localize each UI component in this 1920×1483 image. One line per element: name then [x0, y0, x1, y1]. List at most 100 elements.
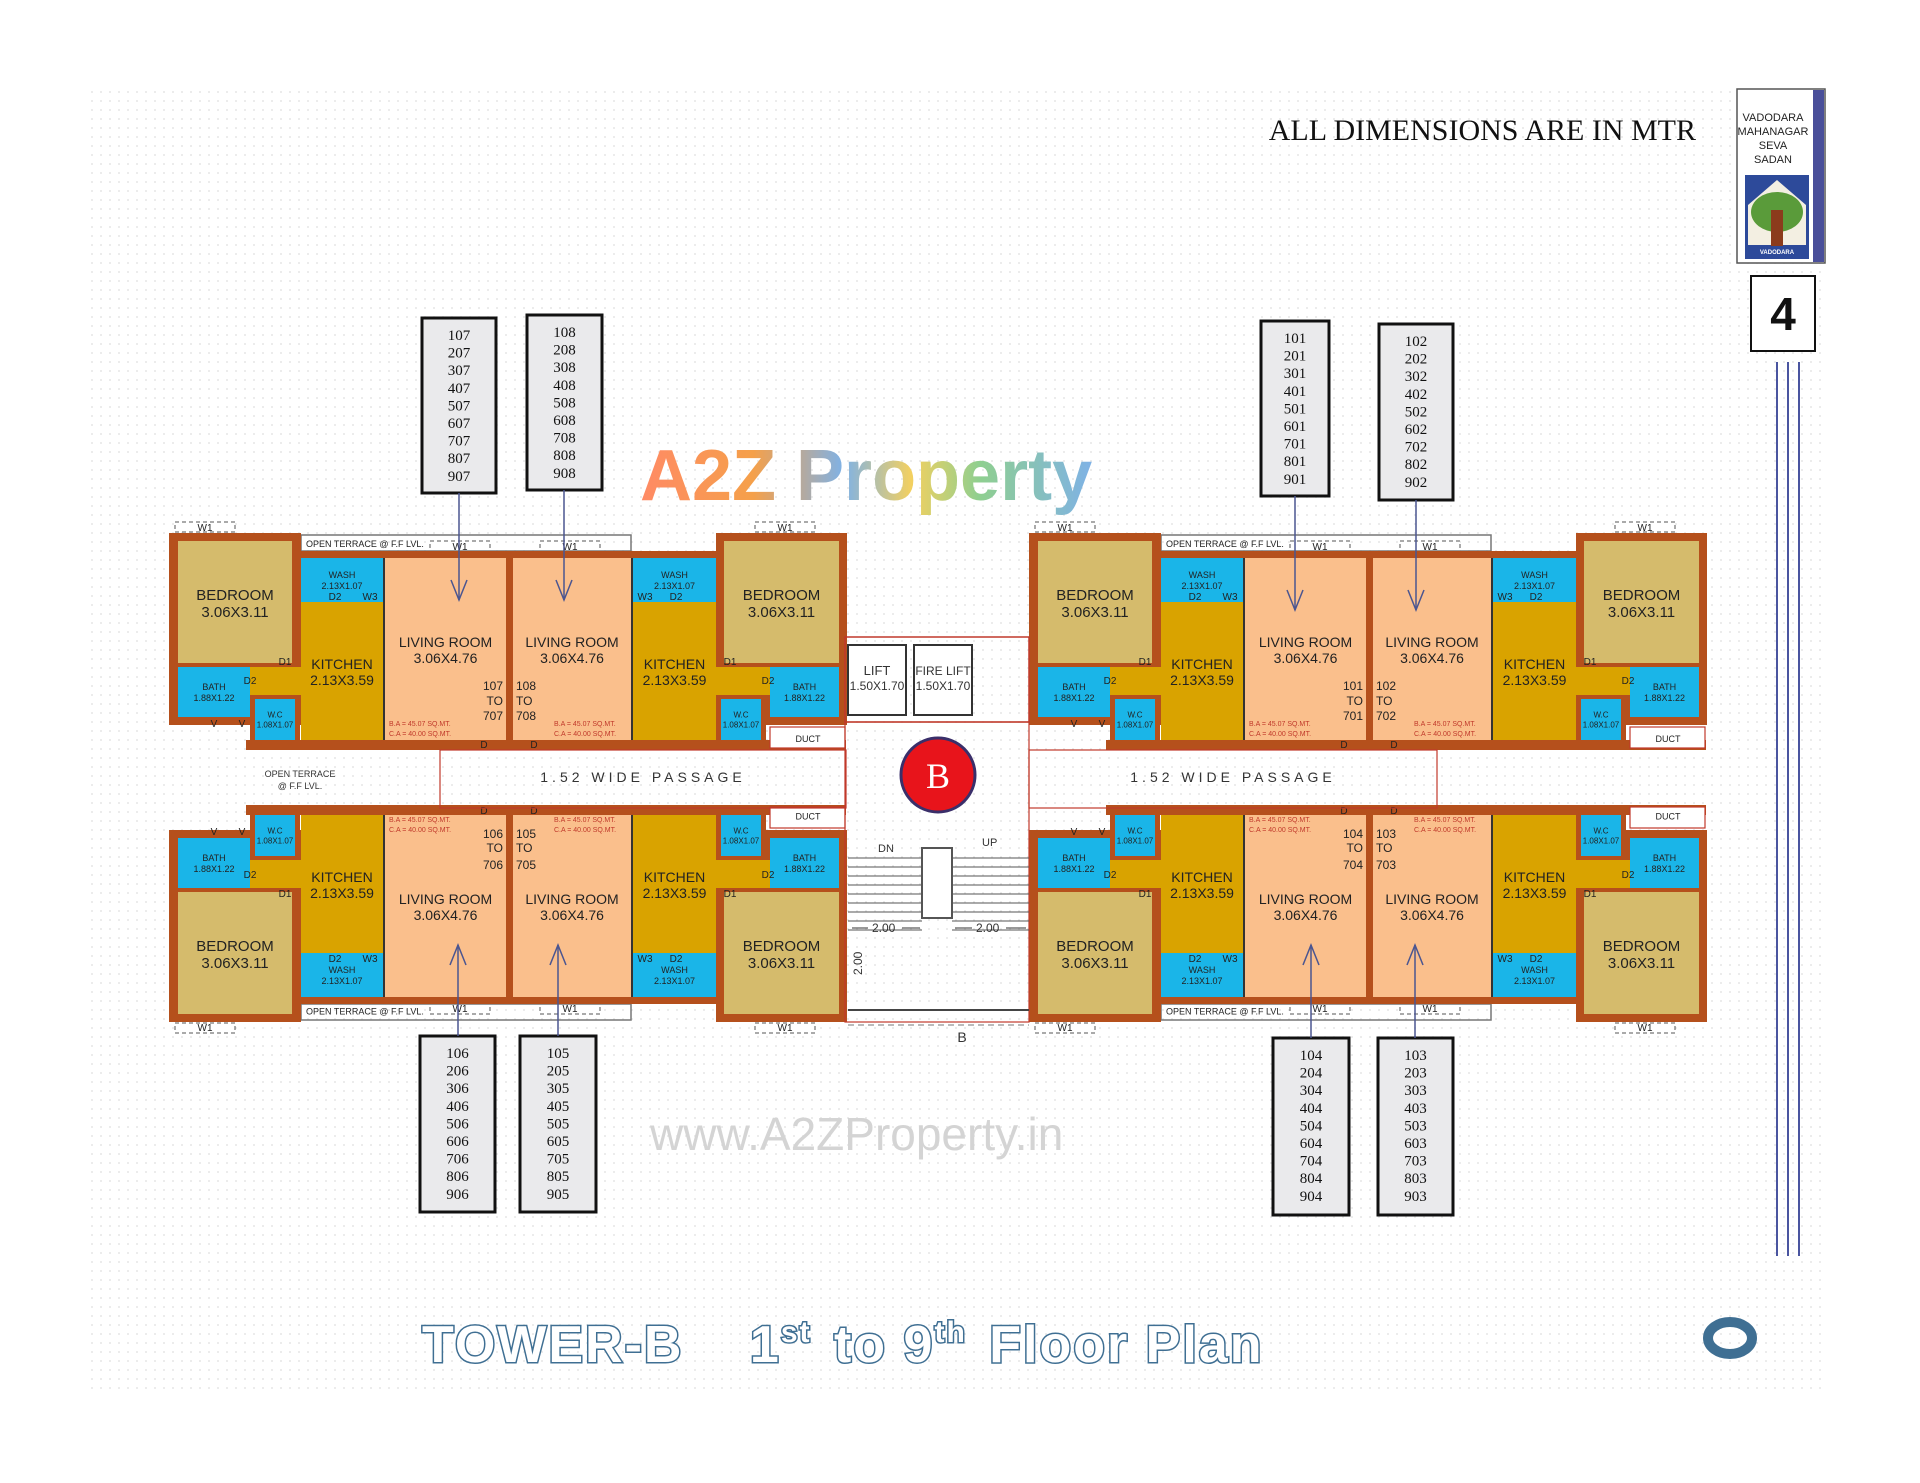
wall	[383, 815, 385, 997]
wall	[506, 815, 513, 1002]
dimension-label: 2.00	[851, 951, 865, 975]
window-label: W1	[198, 1023, 213, 1034]
flat-number: 801	[1284, 454, 1307, 470]
unit-range-from: 107	[483, 679, 503, 693]
passage-floor	[1110, 860, 1161, 888]
flat-number: 503	[1404, 1118, 1427, 1134]
door-label: D1	[1584, 657, 1597, 668]
bath-label: BATH	[1062, 682, 1085, 692]
flat-number: 406	[446, 1099, 469, 1115]
kitchen-label: KITCHEN	[311, 869, 372, 885]
bedroom	[1038, 892, 1152, 1014]
flat-number: 506	[446, 1116, 469, 1132]
built-area: B.A = 45.07 SQ.MT.	[1414, 721, 1476, 728]
wash	[1493, 953, 1576, 997]
wc	[1581, 815, 1621, 856]
bath-label: BATH	[202, 682, 225, 692]
open-terrace-label: OPEN TERRACE @ F.F LVL.	[1166, 539, 1284, 549]
flat-number: 701	[1284, 437, 1307, 453]
flat-number: 405	[547, 1099, 570, 1115]
open-terrace-label: OPEN TERRACE	[265, 769, 336, 779]
flat-number: 306	[446, 1081, 469, 1097]
wash-size: 2.13X1.07	[654, 976, 695, 986]
wash	[301, 953, 383, 997]
living-room	[1245, 815, 1366, 997]
window-label: W1	[778, 523, 793, 534]
built-area: B.A = 45.07 SQ.MT.	[554, 721, 616, 728]
flat-number: 608	[553, 413, 576, 429]
wc-size: 1.08X1.07	[1583, 837, 1620, 846]
kitchen	[301, 602, 383, 740]
wash-size: 2.13X1.07	[321, 976, 362, 986]
carpet-area: C.A = 40.00 SQ.MT.	[554, 731, 616, 738]
kitchen	[1161, 602, 1243, 740]
wc-label: W.C	[267, 827, 282, 836]
window-label: W1	[1423, 1004, 1438, 1015]
bedroom-size: 3.06X3.11	[201, 955, 268, 972]
carpet-area: C.A = 40.00 SQ.MT.	[389, 827, 451, 834]
kitchen-label: KITCHEN	[1171, 869, 1232, 885]
bedroom	[1584, 541, 1699, 663]
wash-size: 2.13X1.07	[321, 581, 362, 591]
bath-size: 1.88X1.22	[193, 693, 234, 703]
fire-lift-size: 1.50X1.70	[916, 679, 971, 693]
page-number: 4	[1770, 288, 1796, 340]
unit-range-to-word: TO	[487, 841, 503, 855]
open-terrace-label: @ F.F LVL.	[278, 781, 322, 791]
wall	[246, 805, 846, 815]
wall	[246, 740, 846, 750]
unit-range-to-word: TO	[1347, 841, 1363, 855]
unit-range-to-word: TO	[1376, 841, 1392, 855]
living-room-label: LIVING ROOM	[1385, 634, 1478, 650]
unit-range-from: 104	[1343, 827, 1363, 841]
flat-number: 903	[1404, 1189, 1427, 1205]
flat-number: 805	[547, 1169, 570, 1185]
core: LIFT 1.50X1.70 FIRE LIFT 1.50X1.70 DN UP…	[844, 636, 1030, 1045]
window-label: W1	[453, 1004, 468, 1015]
bath-size: 1.88X1.22	[1644, 693, 1685, 703]
wash-size: 2.13X1.07	[1514, 581, 1555, 591]
wall	[1491, 815, 1493, 997]
window-label: W3	[1498, 954, 1513, 965]
bath-size: 1.88X1.22	[193, 864, 234, 874]
bath-label: BATH	[202, 853, 225, 863]
passage-floor	[1576, 860, 1630, 888]
vent-label: V	[211, 827, 218, 838]
flat-number: 507	[448, 398, 471, 414]
window-label: W1	[198, 523, 213, 534]
duct-label: DUCT	[796, 811, 821, 821]
flat-number: 808	[553, 448, 576, 464]
title-floor-to: 9	[904, 1316, 935, 1374]
wash-label: WASH	[329, 570, 356, 580]
bedroom-size: 3.06X3.11	[748, 604, 815, 621]
built-area: B.A = 45.07 SQ.MT.	[1249, 721, 1311, 728]
unit-number-boxes: 1072073074075076077078079071082083084085…	[418, 313, 1455, 1217]
flat-number: 803	[1404, 1171, 1427, 1187]
flat-number: 601	[1284, 419, 1307, 435]
wash-size: 2.13X1.07	[1181, 976, 1222, 986]
window-label: W1	[1423, 542, 1438, 553]
wc-size: 1.08X1.07	[1583, 721, 1620, 730]
flat-number: 102	[1405, 334, 1428, 350]
bath-label: BATH	[1062, 853, 1085, 863]
kitchen	[301, 815, 383, 953]
door-label: D2	[1622, 870, 1635, 881]
kitchen-label: KITCHEN	[1504, 869, 1565, 885]
bath	[770, 667, 839, 717]
unit-range-to: 702	[1376, 709, 1396, 723]
bath-size: 1.88X1.22	[1053, 693, 1094, 703]
flat-number: 301	[1284, 366, 1307, 382]
window-label: W1	[778, 1023, 793, 1034]
kitchen-label: KITCHEN	[1171, 656, 1232, 672]
title-sup: th	[934, 1316, 966, 1349]
wc-label: W.C	[1127, 827, 1142, 836]
living-room	[385, 815, 506, 997]
vent-label: V	[211, 719, 218, 730]
passage-label: 1.52 WIDE PASSAGE	[1130, 769, 1335, 785]
